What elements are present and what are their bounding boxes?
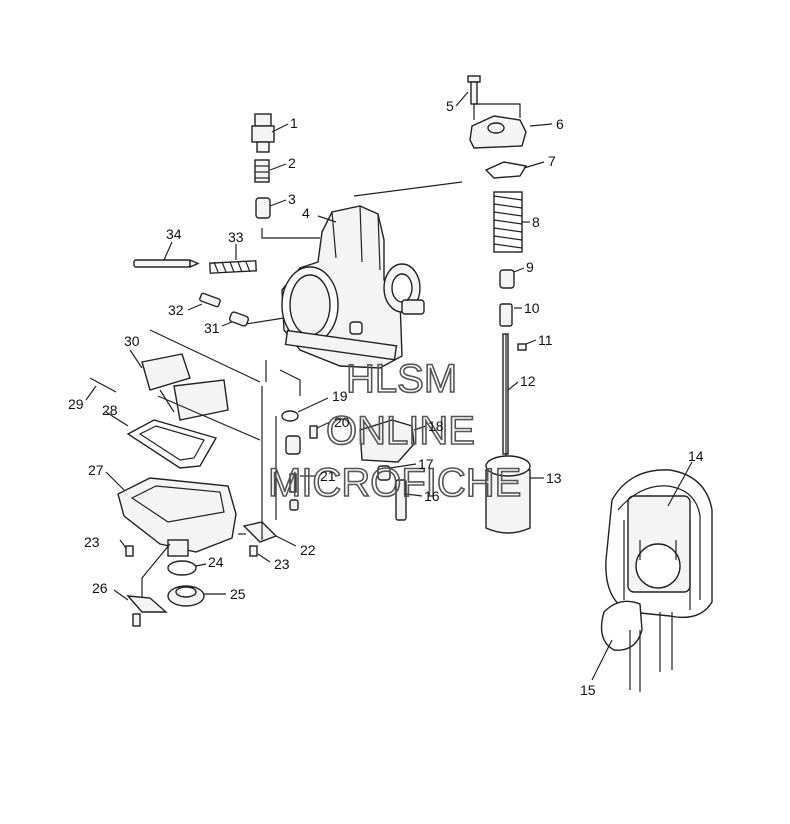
part-16-needle-jet xyxy=(395,479,407,521)
part-24-o-ring xyxy=(167,560,197,576)
callout-29: 29 xyxy=(68,396,84,412)
part-23-screw-right xyxy=(249,545,258,557)
part-28-gasket xyxy=(126,419,218,469)
part-22-bracket xyxy=(242,521,278,543)
part-1-cable-adjuster xyxy=(251,113,275,153)
callout-24: 24 xyxy=(208,554,224,570)
callout-14: 14 xyxy=(688,448,704,464)
callout-25: 25 xyxy=(230,586,246,602)
part-31-air-screw xyxy=(228,311,250,327)
part-32-screw xyxy=(199,292,221,308)
part-21-pilot-jet xyxy=(285,435,301,511)
part-4-carburetor-body xyxy=(281,205,425,369)
callout-9: 9 xyxy=(526,259,534,275)
part-19-o-ring xyxy=(281,410,299,422)
callout-34: 34 xyxy=(166,226,182,242)
callout-21: 21 xyxy=(320,468,336,484)
callout-12: 12 xyxy=(520,373,536,389)
callout-26: 26 xyxy=(92,580,108,596)
assembly-lines xyxy=(141,103,521,598)
callout-13: 13 xyxy=(546,470,562,486)
callout-8: 8 xyxy=(532,214,540,230)
part-13-throttle-slide xyxy=(485,455,531,534)
part-6-top-cap xyxy=(469,115,527,149)
callout-1: 1 xyxy=(290,115,298,131)
callout-10: 10 xyxy=(524,300,540,316)
callout-22: 22 xyxy=(300,542,316,558)
callout-27: 27 xyxy=(88,462,104,478)
callout-15: 15 xyxy=(580,682,596,698)
watermark-line1: HLSM xyxy=(346,357,457,401)
part-18-float xyxy=(359,419,415,463)
leader-lines xyxy=(85,91,693,681)
callout-11: 11 xyxy=(538,332,553,348)
watermark-line2: ONLINE xyxy=(326,409,475,453)
part-2-nut xyxy=(254,159,270,183)
part-26-plate xyxy=(126,595,168,627)
callout-28: 28 xyxy=(102,402,118,418)
callout-5: 5 xyxy=(446,98,454,114)
watermark: HLSM ONLINE MICROFICHE xyxy=(267,356,522,506)
part-7-gasket xyxy=(484,161,528,179)
callout-20: 20 xyxy=(334,414,350,430)
callout-33: 33 xyxy=(228,229,244,245)
part-25-drain-plug xyxy=(167,585,205,607)
callouts: 1 2 3 4 5 6 7 8 9 10 11 12 13 14 15 16 1… xyxy=(68,98,704,698)
part-11-clip xyxy=(517,343,527,351)
part-33-spring xyxy=(209,260,257,274)
part-14-cable-guide-assembly xyxy=(605,469,713,619)
part-20-screw xyxy=(309,425,318,439)
part-5-screw xyxy=(467,75,481,105)
part-8-spring xyxy=(493,191,523,253)
part-29-pin xyxy=(89,377,117,393)
callout-17: 17 xyxy=(418,456,434,472)
callout-19: 19 xyxy=(332,388,348,404)
callout-18: 18 xyxy=(428,418,444,434)
part-15-cable-loop xyxy=(600,600,673,692)
callout-23-right: 23 xyxy=(274,556,290,572)
callout-6: 6 xyxy=(556,116,564,132)
part-9-retainer xyxy=(499,269,515,289)
part-3-fitting xyxy=(255,197,271,219)
callout-2: 2 xyxy=(288,155,296,171)
part-10-clip-holder xyxy=(499,303,513,327)
part-30-float-assembly xyxy=(141,353,229,421)
part-34-idle-screw xyxy=(133,258,200,269)
part-27-float-bowl xyxy=(117,477,237,557)
watermark-line3: MICROFICHE xyxy=(268,461,521,505)
callout-23-left: 23 xyxy=(84,534,100,550)
callout-7: 7 xyxy=(548,153,556,169)
callout-31: 31 xyxy=(204,320,220,336)
callout-30: 30 xyxy=(124,333,140,349)
part-17-main-jet xyxy=(377,465,391,481)
callout-32: 32 xyxy=(168,302,184,318)
part-23-screw-left xyxy=(125,545,134,557)
callout-3: 3 xyxy=(288,191,296,207)
callout-4: 4 xyxy=(302,205,310,221)
callout-16: 16 xyxy=(424,488,440,504)
